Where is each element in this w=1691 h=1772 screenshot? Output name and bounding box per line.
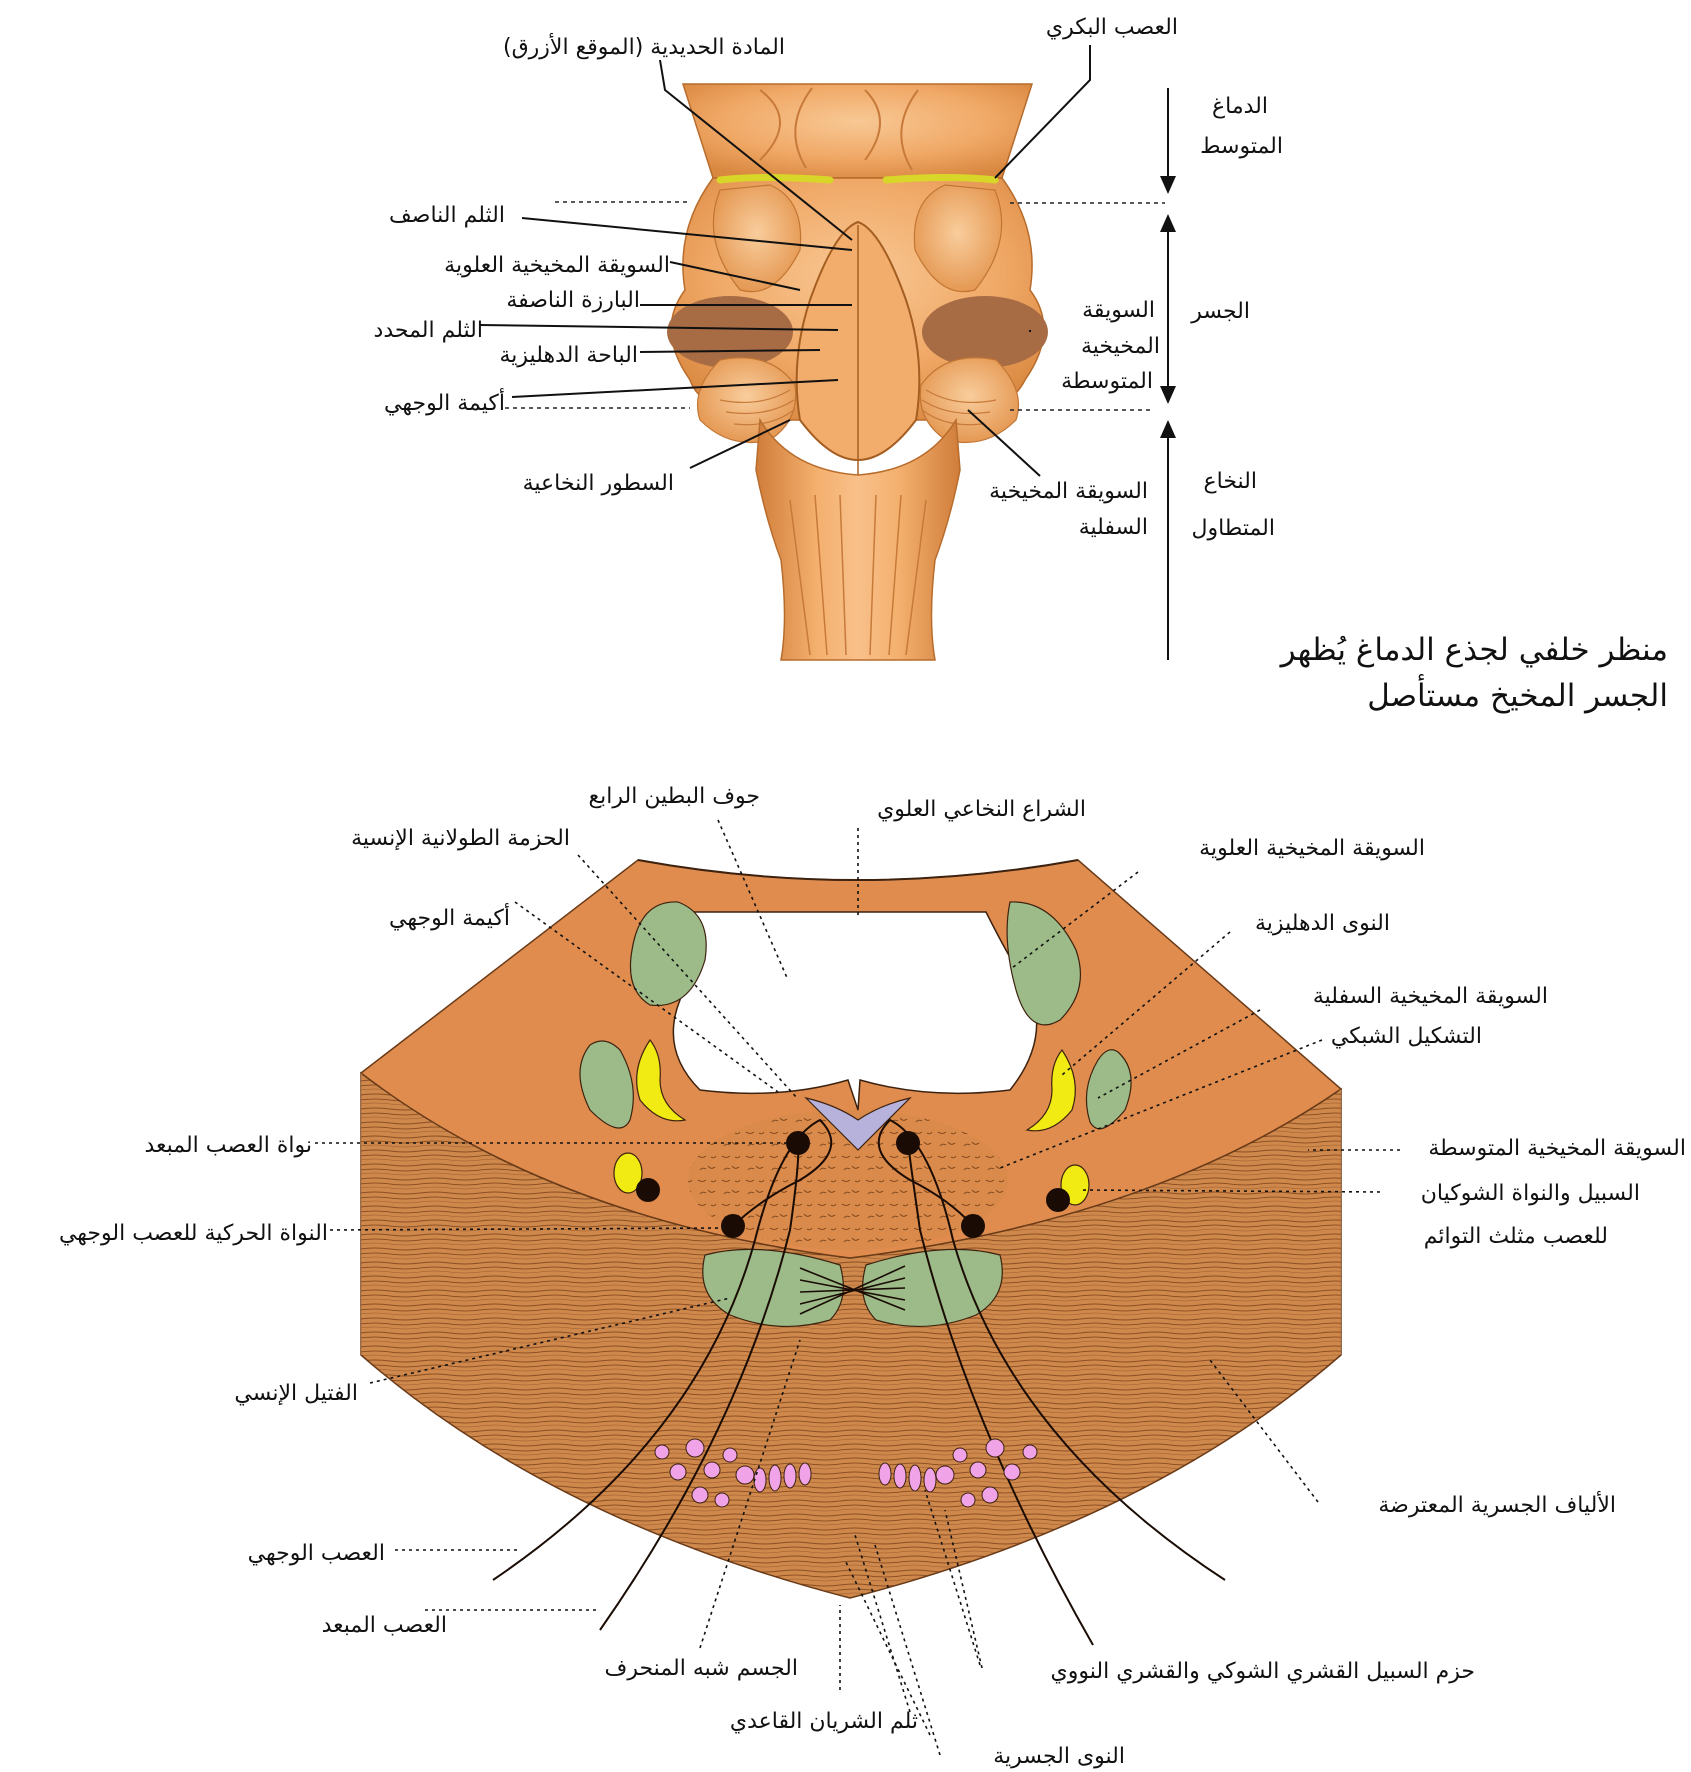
upper-leaders [479, 45, 1091, 477]
label-vestibular-nuclei: النوى الدهليزية [1255, 911, 1390, 936]
label-median-sulcus: الثلم الناصف [389, 203, 505, 228]
label-middle-peduncle-1: السويقة [1082, 298, 1155, 323]
midbrain-shape [681, 83, 1034, 179]
label-transverse-pontine-fibers: الألياف الجسرية المعترضة [1378, 1491, 1616, 1518]
inferior-peduncle-left-section [579, 1040, 634, 1129]
corticospinal-bundles [654, 1438, 1038, 1508]
label-trapezoid-body: الجسم شبه المنحرف [605, 1656, 798, 1681]
label-locus-coeruleus: المادة الحديدية (الموقع الأزرق) [503, 33, 785, 60]
vestibular-nucleus-right [1025, 1048, 1076, 1132]
label-facial-colliculus-upper: أكيمة الوجهي [384, 388, 505, 416]
label-pons: الجسر [1190, 299, 1250, 324]
label-spinal-trigeminal-2: للعصب مثلث التوائم [1424, 1224, 1608, 1249]
label-middle-peduncle-3: المتوسطة [1061, 369, 1153, 394]
inferior-peduncle-left [696, 357, 797, 444]
label-reticular-formation: التشكيل الشبكي [1331, 1024, 1482, 1049]
label-inferior-peduncle-section: السويقة المخيخية السفلية [1313, 984, 1548, 1009]
label-corticospinal-bundles: حزم السبيل القشري الشوكي والقشري النووي [1051, 1659, 1475, 1684]
label-medial-lemniscus: الفتيل الإنسي [234, 1381, 358, 1406]
label-middle-peduncle-2: المخيخية [1081, 334, 1160, 359]
medulla-columns [789, 494, 927, 656]
label-fourth-ventricle: جوف البطين الرابع [588, 784, 760, 809]
pons-cross-section [359, 859, 1343, 1646]
title-line-2: الجسر المخيخ مستأصل [1367, 674, 1668, 714]
facial-nerve-loop-right [877, 1118, 1226, 1581]
label-pontine-nuclei: النوى الجسرية [993, 1744, 1125, 1769]
inferior-peduncle-right-section [1085, 1049, 1132, 1130]
label-abducens-nucleus: نواة العصب المبعد [144, 1133, 312, 1158]
label-facial-colliculus-section: أكيمة الوجهي [389, 903, 510, 931]
label-midbrain-2: المتوسط [1200, 134, 1283, 159]
superior-peduncle-left-section [629, 901, 707, 1007]
region-arrows [1160, 88, 1176, 660]
right-flank-fibers [1232, 1089, 1341, 1355]
abducens-nerve-left [599, 1142, 800, 1631]
upper-brainstem-view: المادة الحديدية (الموقع الأزرق) العصب ال… [374, 15, 1668, 714]
label-basilar-sulcus: ثلم الشريان القاعدي [730, 1709, 918, 1734]
label-medulla-2: المتطاول [1191, 516, 1275, 541]
label-superior-peduncle-section: السويقة المخيخية العلوية [1199, 836, 1425, 861]
abducens-nerve-right [907, 1142, 1094, 1646]
trochlear-nerve-right [882, 174, 999, 184]
velum-wedge [804, 1096, 912, 1151]
dot-right-outer [1046, 1188, 1070, 1212]
label-sulcus-limitans: الثلم المحدد [374, 318, 483, 343]
trochlear-nerve-left [716, 174, 834, 184]
reticular-formation-area [688, 1110, 1008, 1250]
label-superior-medullary-velum: الشراع النخاعي العلوي [877, 797, 1086, 822]
dot-left-outer [636, 1178, 660, 1202]
inferior-peduncle-right [919, 357, 1020, 444]
label-medulla-1: النخاع [1204, 469, 1258, 494]
label-facial-nerve: العصب الوجهي [248, 1541, 385, 1566]
striae-right [921, 389, 997, 426]
medulla-shape [755, 417, 961, 661]
label-midbrain-1: الدماغ [1212, 94, 1268, 119]
colliculi-folds [759, 87, 919, 171]
vestibular-nucleus-left [636, 1038, 687, 1122]
label-abducens-nerve: العصب المبعد [322, 1613, 447, 1638]
middle-peduncle-cut-left [667, 296, 793, 368]
superior-peduncle-right [913, 184, 1003, 293]
label-facial-motor-nucleus: النواة الحركية للعصب الوجهي [59, 1221, 328, 1246]
left-flank-fibers [361, 1073, 470, 1355]
label-trochlear-nerve: العصب البكري [1046, 15, 1178, 40]
label-superior-peduncle-upper: السويقة المخيخية العلوية [444, 253, 670, 278]
superior-peduncle-right-section [1006, 901, 1082, 1026]
label-striae-medullares: السطور النخاعية [523, 471, 674, 496]
label-median-eminence: البارزة الناصفة [506, 288, 640, 313]
label-middle-peduncle-section: السويقة المخيخية المتوسطة [1428, 1136, 1686, 1161]
striae-left [719, 389, 795, 426]
section-leaders [315, 819, 1400, 1756]
spinal-trigeminal-left [613, 1152, 643, 1194]
label-inferior-peduncle-2: السفلية [1079, 515, 1148, 540]
lemniscus-decussation [799, 1265, 906, 1315]
label-spinal-trigeminal-1: السبيل والنواة الشوكيان [1421, 1181, 1640, 1206]
label-inferior-peduncle-1: السويقة المخيخية [989, 479, 1148, 504]
title-line-1: منظر خلفي لجذع الدماغ يُظهر [1279, 632, 1668, 668]
label-mlf: الحزمة الطولانية الإنسية [351, 826, 570, 851]
fourth-ventricle [672, 911, 1038, 1111]
label-vestibular-area: الباحة الدهليزية [500, 343, 639, 368]
middle-peduncle-cut-right [922, 296, 1048, 368]
